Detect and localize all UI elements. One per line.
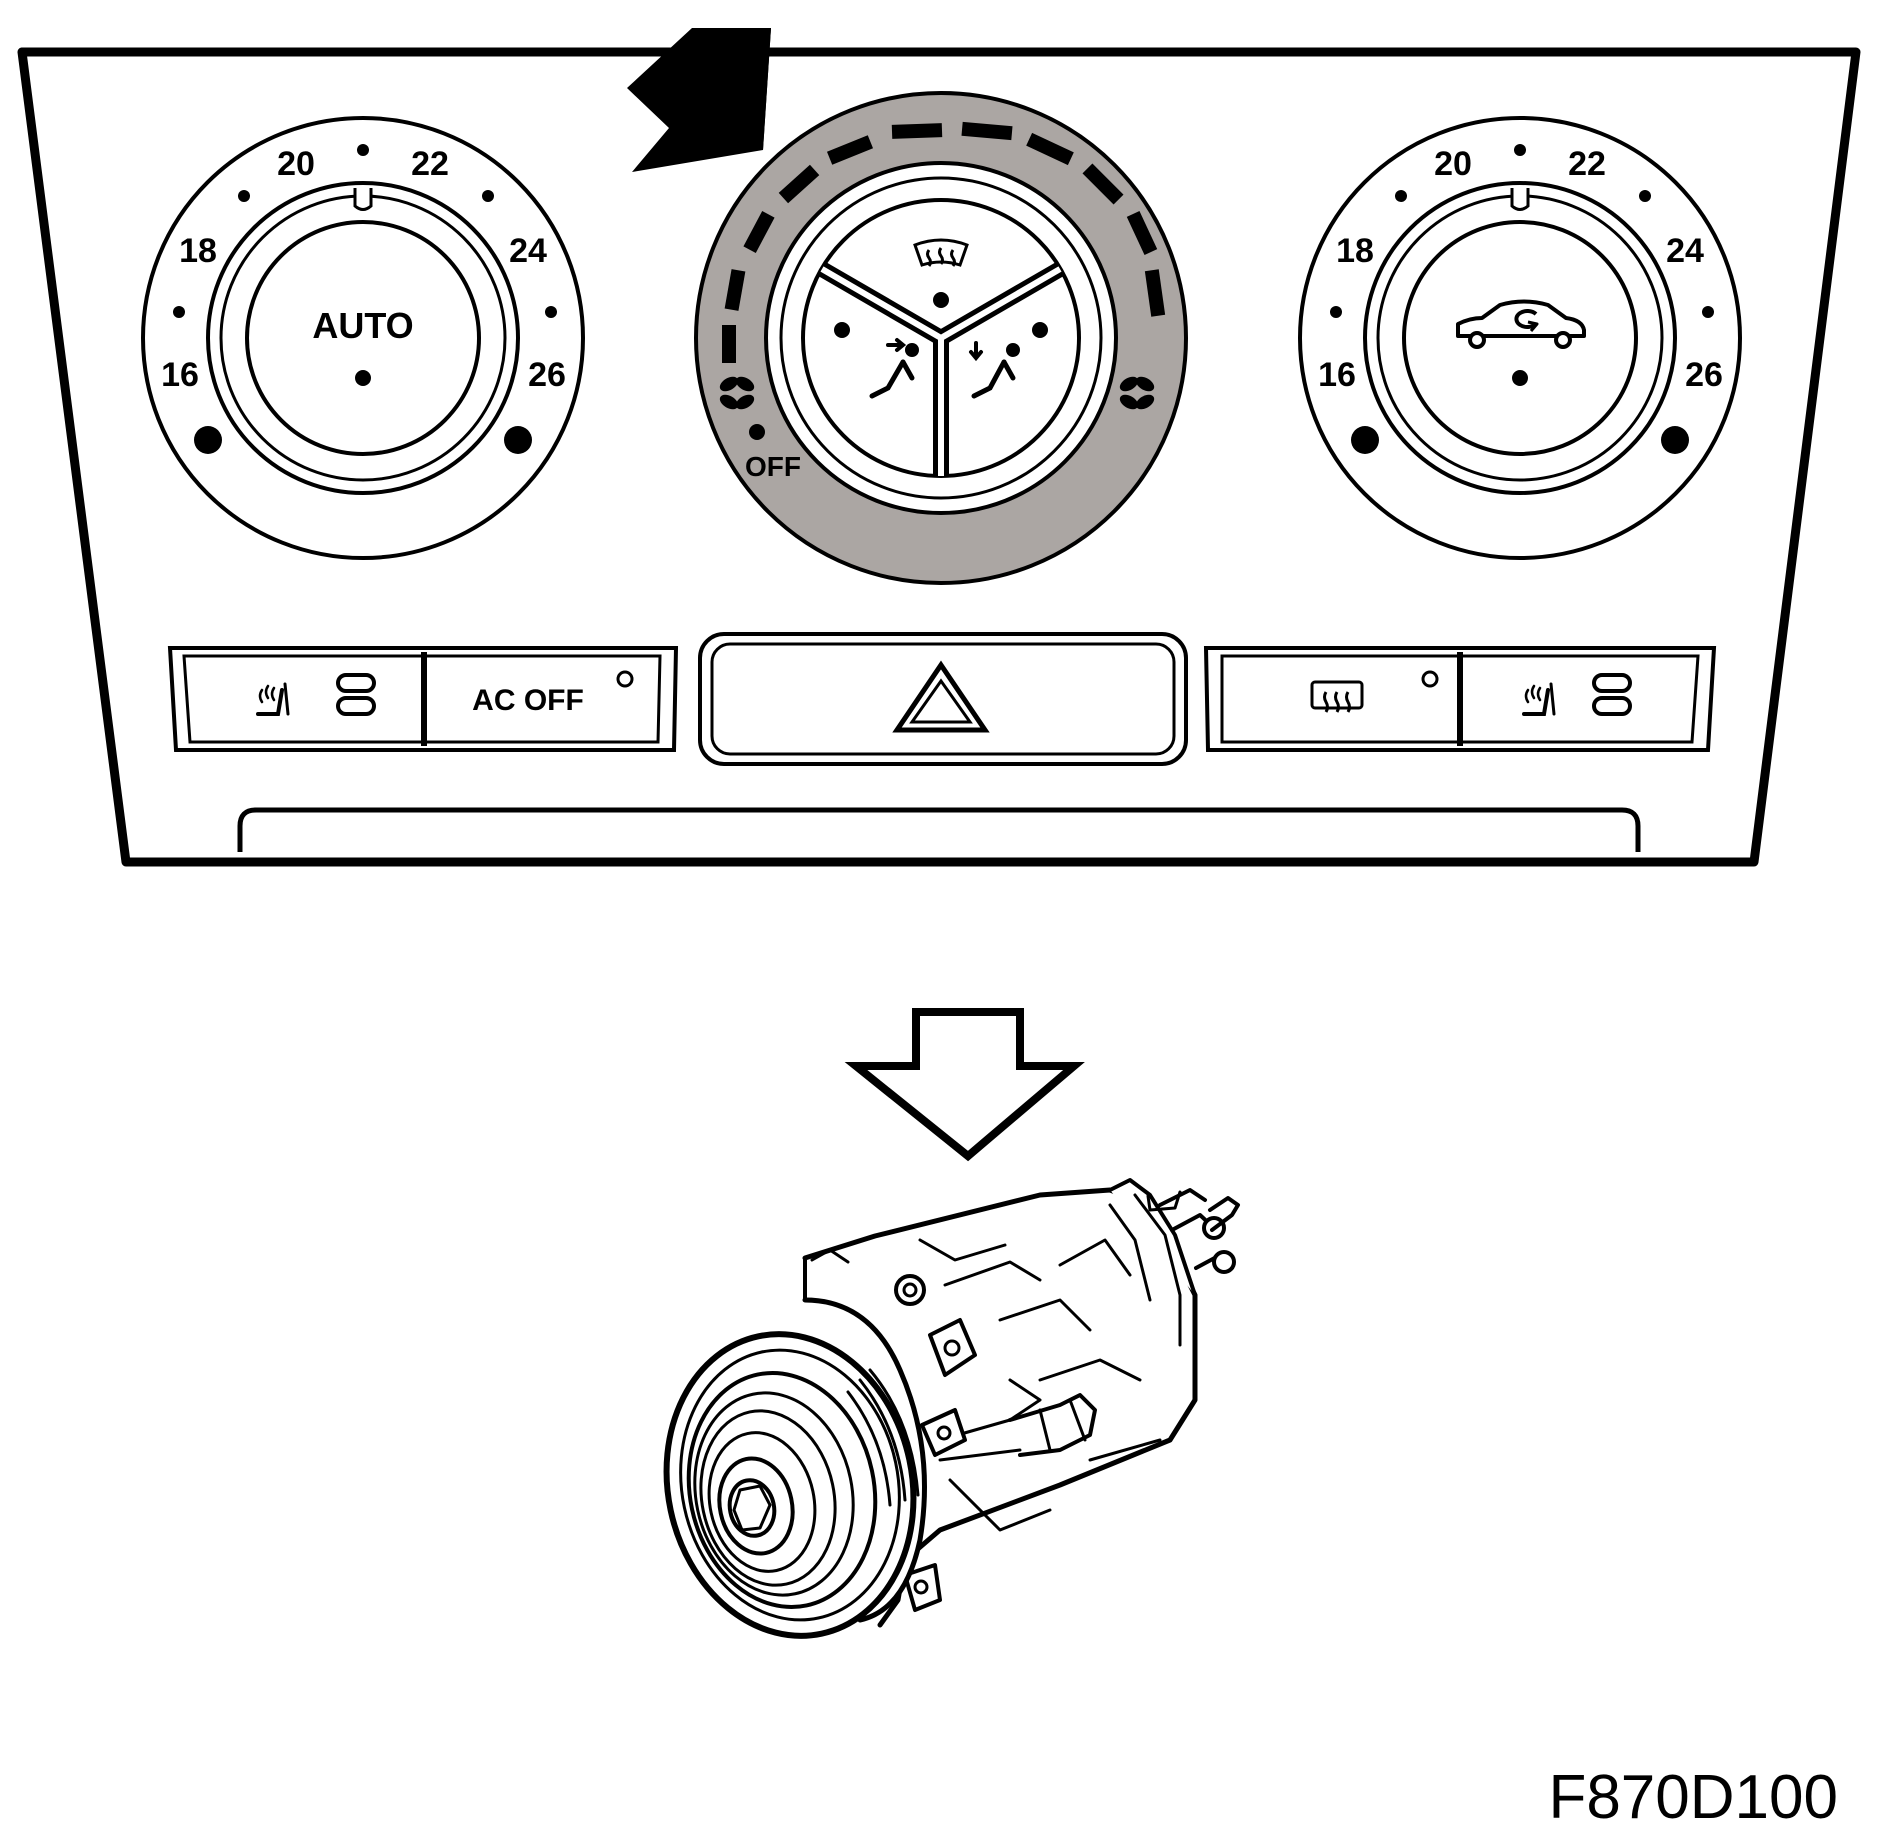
indicator-dot xyxy=(355,370,371,386)
rear-defrost-button[interactable] xyxy=(1222,652,1463,746)
flow-down-arrow-icon xyxy=(844,1008,1085,1162)
recirculation-car-icon xyxy=(1456,299,1586,349)
fan-speed-segments xyxy=(722,121,1166,363)
left-temperature-scale: 16 18 20 22 24 26 xyxy=(161,144,566,454)
hazard-triangle-icon xyxy=(892,660,990,733)
ac-off-button[interactable]: AC OFF xyxy=(428,656,658,742)
scale-20: 20 xyxy=(277,145,315,183)
indicator-leds xyxy=(336,673,376,716)
indicator-dot xyxy=(1512,370,1528,386)
center-airflow-knob[interactable]: OFF xyxy=(694,91,1188,585)
scale-24: 24 xyxy=(509,232,547,270)
seat-heater-icon xyxy=(1522,682,1556,716)
fan-low-icon xyxy=(719,376,755,410)
rear-defrost-icon xyxy=(1310,680,1364,713)
seat-heater-right-button[interactable] xyxy=(1464,656,1692,742)
fan-high-icon xyxy=(1119,376,1155,410)
auto-label: AUTO xyxy=(312,305,413,346)
scale-20: 20 xyxy=(1434,145,1472,183)
defrost-windshield-icon xyxy=(913,238,969,267)
scale-16: 16 xyxy=(161,356,199,394)
rear-defrost-led xyxy=(1421,670,1439,688)
indicator-leds xyxy=(1592,673,1632,716)
face-vent-icon xyxy=(869,338,919,399)
right-temperature-scale: 16 18 20 22 24 26 xyxy=(1318,144,1723,454)
figure-code: F870D100 xyxy=(1548,1763,1838,1832)
seat-heater-icon xyxy=(256,682,290,716)
off-label: OFF xyxy=(745,451,801,482)
seat-heater-left-button[interactable] xyxy=(190,652,427,746)
scale-24: 24 xyxy=(1666,232,1704,270)
pointer-arrow-icon xyxy=(627,28,771,172)
ac-compressor-icon xyxy=(663,1178,1240,1639)
ac-off-label: AC OFF xyxy=(472,684,584,717)
scale-18: 18 xyxy=(179,232,217,270)
ac-off-led xyxy=(616,670,634,688)
scale-26: 26 xyxy=(528,356,566,394)
scale-16: 16 xyxy=(1318,356,1356,394)
scale-26: 26 xyxy=(1685,356,1723,394)
scale-22: 22 xyxy=(1568,145,1606,183)
right-temperature-knob[interactable]: 16 18 20 22 24 26 xyxy=(1298,116,1742,560)
scale-18: 18 xyxy=(1336,232,1374,270)
knob-dividers xyxy=(817,262,1065,476)
hazard-button[interactable] xyxy=(698,632,1188,766)
left-temperature-knob[interactable]: AUTO 16 18 20 22 24 26 xyxy=(141,116,585,560)
floor-vent-icon xyxy=(969,341,1020,399)
scale-22: 22 xyxy=(411,145,449,183)
